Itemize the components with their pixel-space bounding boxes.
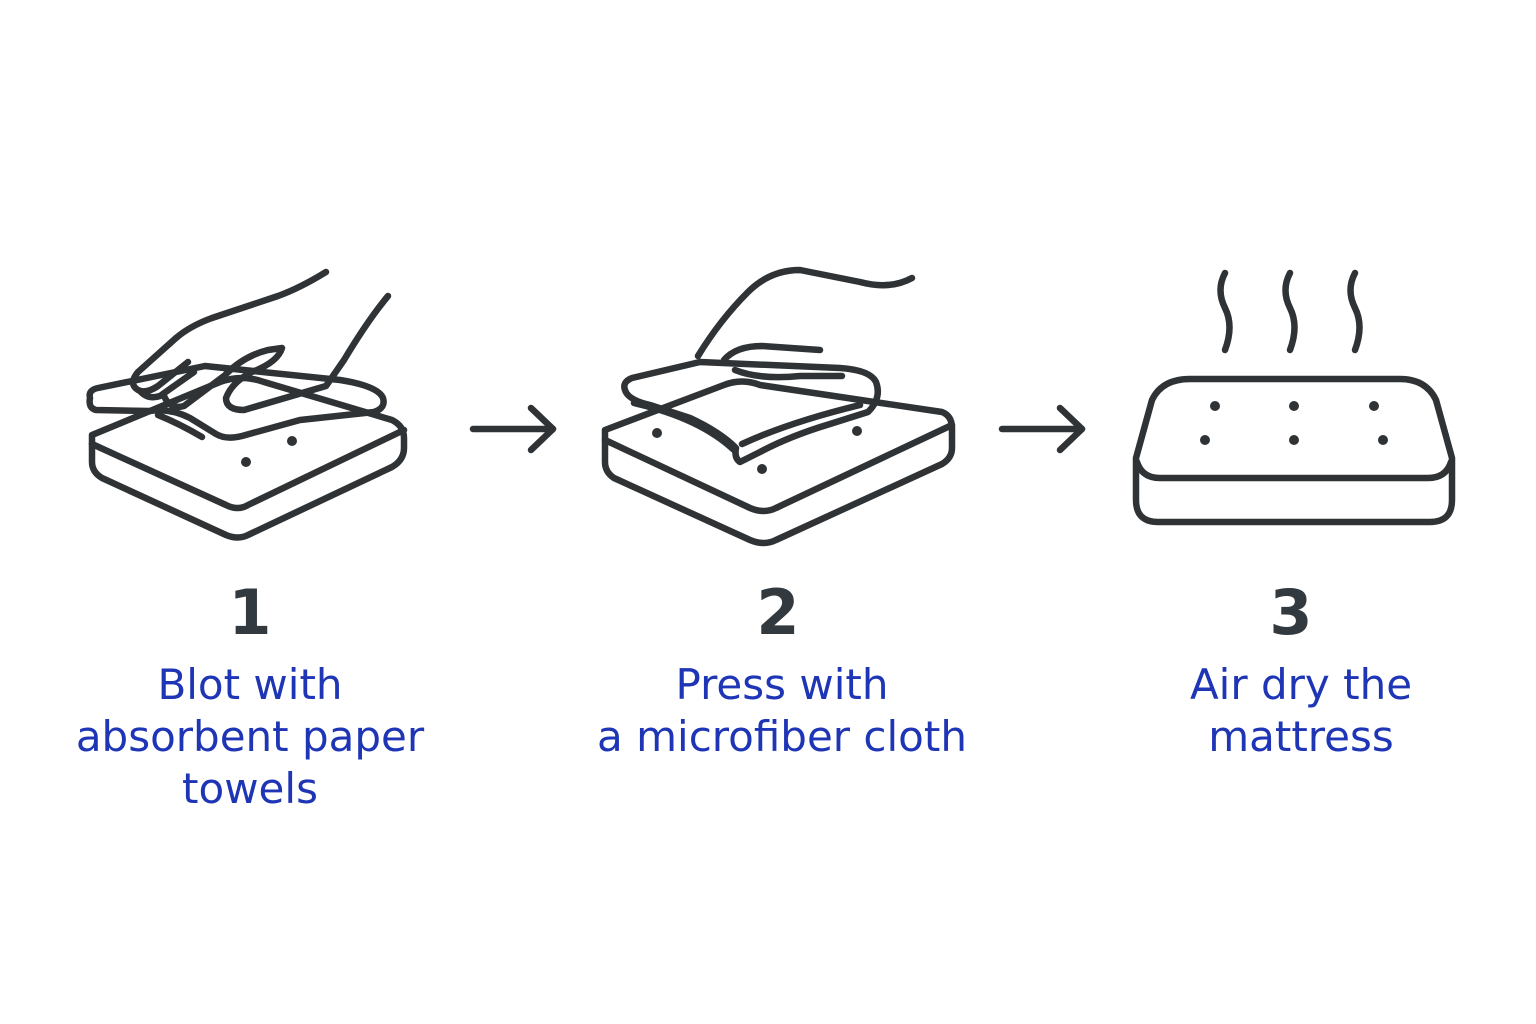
- mattress-tuft-icon: [1200, 435, 1210, 445]
- mattress-icon: [88, 374, 408, 541]
- hand-pressing-microfiber-cloth-on-mattress-icon: [601, 266, 956, 547]
- mattress-tuft-icon: [1378, 435, 1388, 445]
- step-2-caption-line: a microfiber cloth: [597, 712, 967, 761]
- step-1-caption-line: absorbent paper: [75, 712, 425, 761]
- step-1-caption-line: towels: [182, 764, 318, 813]
- microfiber-cloth-icon: [621, 358, 881, 466]
- step-1-caption: Blot with absorbent paper towels: [20, 659, 480, 815]
- mattress-tuft-icon: [1369, 401, 1379, 411]
- mattress-tuft-icon: [241, 457, 251, 467]
- step-3-caption-line: Air dry the: [1189, 660, 1413, 709]
- mattress-with-steam-icon: [1132, 269, 1456, 526]
- arrow-right-icon: [998, 404, 1086, 454]
- steam-icon: [1217, 269, 1363, 354]
- step-2-caption: Press with a microfiber cloth: [552, 659, 1012, 763]
- step-2-number: 2: [756, 576, 800, 649]
- mattress-tuft-icon: [1289, 435, 1299, 445]
- mattress-tuft-icon: [287, 436, 297, 446]
- step-3-number: 3: [1269, 576, 1313, 649]
- hand-icon: [694, 266, 916, 381]
- step-1-caption-line: Blot with: [157, 660, 343, 709]
- step-1-number: 1: [228, 576, 272, 649]
- mattress-icon: [1132, 375, 1456, 526]
- mattress-tuft-icon: [757, 464, 767, 474]
- hand-blotting-paper-towel-on-mattress-icon: [86, 268, 408, 541]
- mattress-tuft-icon: [1210, 401, 1220, 411]
- step-3-caption-line: mattress: [1208, 712, 1394, 761]
- arrow-right-icon: [469, 404, 557, 454]
- mattress-tuft-icon: [852, 426, 862, 436]
- hand-icon: [129, 268, 392, 414]
- step-3-caption: Air dry the mattress: [1071, 659, 1531, 763]
- mattress-tuft-icon: [1289, 401, 1299, 411]
- mattress-tuft-icon: [652, 428, 662, 438]
- step-2-caption-line: Press with: [675, 660, 889, 709]
- paper-towel-icon: [86, 362, 387, 441]
- mattress-icon: [601, 378, 956, 547]
